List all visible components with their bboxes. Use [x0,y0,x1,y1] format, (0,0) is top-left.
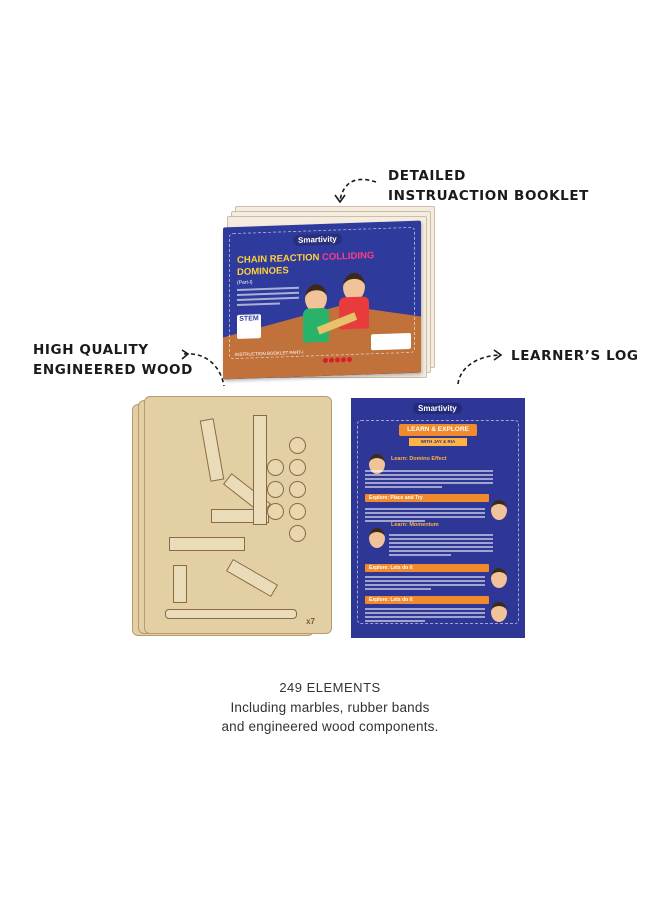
wood-callout-line2: ENGINEERED WOOD [33,362,193,378]
instruction-booklet: Smartivity CHAIN REACTION COLLIDING DOMI… [215,198,440,383]
description-line2: and engineered wood components. [221,719,439,734]
avatar [491,602,507,622]
learners-log-card: Smartivity LEARN & EXPLORE WITH JAY & RI… [351,398,525,638]
stem-badge: STEM [237,314,261,339]
log-section-heading: Learn: Momentum [391,522,439,528]
booklet-callout-line2: INSTRUACTION BOOKLET [388,188,589,204]
log-callout: LEARNER’S LOG [511,346,639,366]
booklet-cover: Smartivity CHAIN REACTION COLLIDING DOMI… [223,220,421,380]
booklet-arrow-icon [332,170,382,206]
avatar [491,500,507,520]
wood-sheet-front: x7 [144,396,332,634]
log-brand-logo: Smartivity [413,403,462,414]
element-count: 249 ELEMENTS [279,680,381,695]
booklet-callout: DETAILED INSTRUACTION BOOKLET [388,166,589,206]
description-line1: Including marbles, rubber bands [230,700,430,715]
booklet-callout-line1: DETAILED [388,168,466,184]
avatar [369,454,385,474]
wood-callout: HIGH QUALITY ENGINEERED WOOD [33,340,193,380]
log-callout-line1: LEARNER’S LOG [511,348,639,364]
log-subbanner: WITH JAY & RIA [409,438,467,446]
log-section-bar: Explore: Place and Try [365,494,489,502]
log-section-bar: Explore: Lets do it [365,564,489,572]
wood-count-tag: x7 [306,617,315,626]
booklet-brand-logo: Smartivity [293,233,342,247]
log-section-bar: Explore: Lets do it [365,596,489,604]
log-banner: LEARN & EXPLORE [399,424,477,436]
booklet-title-line2: DOMINOES [237,265,289,278]
avatar [491,568,507,588]
avatar [369,528,385,548]
log-arrow-icon [452,348,507,388]
wood-arrow-icon [180,349,230,390]
marbles-illustration [323,349,353,368]
wood-sheets: x7 [132,396,332,642]
booklet-part: (Part-I) [237,279,253,286]
log-section-heading: Learn: Domino Effect [391,456,447,462]
wood-callout-line1: HIGH QUALITY [33,342,149,358]
